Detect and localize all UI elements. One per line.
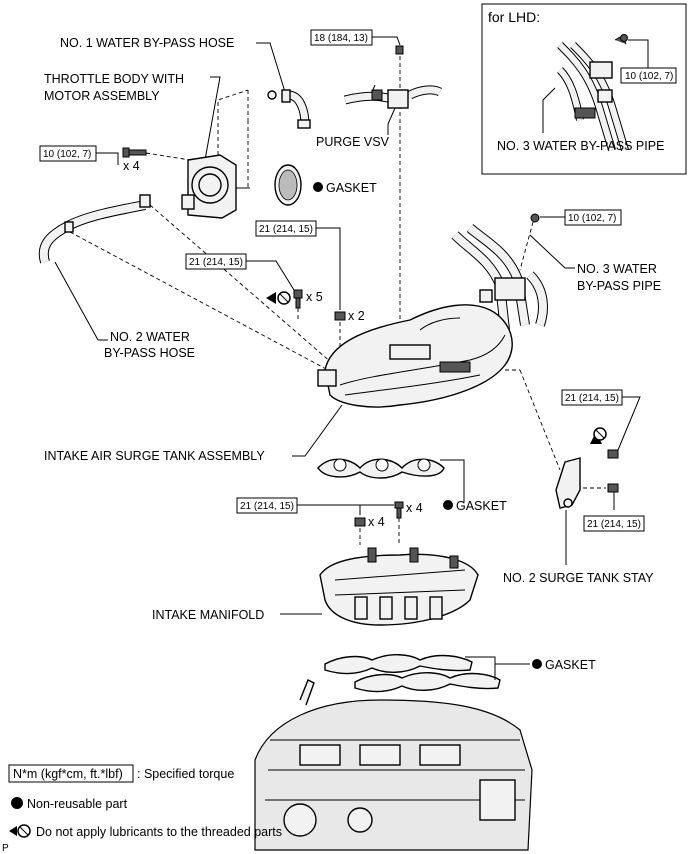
purge-vsv: [343, 84, 443, 125]
lhd-pipe-drawing: [557, 35, 629, 152]
torque-value-surge-tank-nut: 21 (214, 15): [259, 224, 313, 235]
non-reusable-mark-manifold-gasket: [532, 659, 542, 669]
surge-tank-gasket: [317, 458, 445, 479]
lhd-torque-box: [620, 67, 677, 84]
surge-tank-nut-qty: x 2: [348, 309, 365, 323]
torque-value-surge-tank-bolt: 21 (214, 15): [189, 257, 243, 268]
water-bypass-pipe-3: [451, 224, 548, 331]
lhd-inset: for LHD: 10 (102, 7) NO. 3 WATER BY-PASS…: [481, 3, 687, 175]
water-bypass-hose-2-label-line2: BY-PASS HOSE: [104, 346, 195, 360]
throttle-body-bolt: [122, 147, 147, 158]
no-lubricant-mark-surge-tank-bolt: [266, 291, 291, 305]
throttle-body-label-line2: MOTOR ASSEMBLY: [44, 89, 160, 103]
intake-air-surge-tank-label: INTAKE AIR SURGE TANK ASSEMBLY: [44, 449, 265, 463]
purge-vsv-label: PURGE VSV: [316, 135, 390, 149]
lhd-torque-value: 10 (102, 7): [625, 71, 673, 82]
intake-manifold: [319, 547, 479, 626]
non-reusable-mark-surge-tank-gasket: [443, 500, 453, 510]
page-marker: P: [2, 843, 9, 854]
legend-no-lubricant-text: Do not apply lubricants to the threaded …: [36, 825, 282, 839]
throttle-body-label-line1: THROTTLE BODY WITH: [44, 72, 184, 86]
legend-torque-text: : Specified torque: [137, 767, 234, 781]
no-lubricant-icon: [9, 824, 31, 838]
throttle-gasket-label: GASKET: [326, 181, 377, 195]
lhd-pipe-bracket: [589, 61, 613, 79]
throttle-body: [181, 154, 250, 219]
no2-surge-tank-stay: [555, 457, 581, 509]
surge-tank-gasket-label: GASKET: [456, 499, 507, 513]
no2-surge-tank-stay-label: NO. 2 SURGE TANK STAY: [503, 571, 654, 585]
lhd-bolt: [620, 34, 628, 42]
lhd-pipe-label: NO. 3 WATER BY-PASS PIPE: [497, 139, 664, 153]
surge-tank-bolt-qty: x 5: [306, 290, 323, 304]
water-bypass-pipe-3-label-line1: NO. 3 WATER: [577, 262, 657, 276]
legend-non-reusable-text: Non-reusable part: [27, 797, 128, 811]
purge-vsv-bolt: [395, 45, 404, 55]
manifold-bolt: [394, 501, 404, 519]
manifold-nut: [354, 517, 366, 527]
intake-manifold-label: INTAKE MANIFOLD: [152, 608, 264, 622]
surge-tank-bolt: [293, 289, 303, 309]
legend-torque-units: N*m (kgf*cm, ft.*lbf): [13, 767, 123, 781]
lhd-inset-title: for LHD:: [488, 9, 540, 25]
throttle-gasket: [274, 164, 302, 206]
torque-value-purge-vsv-bolt: 18 (184, 13): [314, 33, 368, 44]
stay-bolt-lower: [607, 483, 619, 493]
water-bypass-hose-2: [38, 194, 151, 264]
water-bypass-hose-1-label: NO. 1 WATER BY-PASS HOSE: [60, 36, 234, 50]
manifold-nut-qty: x 4: [368, 515, 385, 529]
water-bypass-hose-1: [267, 89, 311, 129]
non-reusable-mark-throttle-gasket: [313, 182, 323, 192]
engine-block: [254, 679, 533, 851]
surge-tank-nut: [334, 311, 346, 321]
water-bypass-pipe-bolt: [530, 213, 540, 223]
torque-value-water-bypass-pipe: 10 (102, 7): [568, 213, 616, 224]
manifold-gasket: [324, 654, 501, 693]
lhd-inset-frame: [481, 3, 687, 175]
stay-bolt-upper: [607, 449, 619, 459]
manifold-bolt-qty: x 4: [406, 501, 423, 515]
manifold-gasket-label: GASKET: [545, 658, 596, 672]
water-bypass-hose-2-label-line1: NO. 2 WATER: [110, 330, 190, 344]
torque-value-stay-upper: 21 (214, 15): [565, 393, 619, 404]
torque-value-manifold: 21 (214, 15): [240, 501, 294, 512]
non-reusable-icon: [11, 797, 23, 809]
legend-torque-box: [8, 764, 134, 783]
water-bypass-pipe-3-label-line2: BY-PASS PIPE: [577, 279, 661, 293]
throttle-body-bolt-qty: x 4: [123, 159, 140, 173]
no-lubricant-mark-stay-bolt: [590, 427, 607, 444]
intake-air-surge-tank: [317, 304, 513, 408]
legend: N*m (kgf*cm, ft.*lbf) : Specified torque…: [8, 764, 282, 839]
torque-box-stay-lower: [583, 515, 645, 532]
torque-value-stay-lower: 21 (214, 15): [587, 519, 641, 530]
torque-value-throttle-body: 10 (102, 7): [43, 149, 91, 160]
